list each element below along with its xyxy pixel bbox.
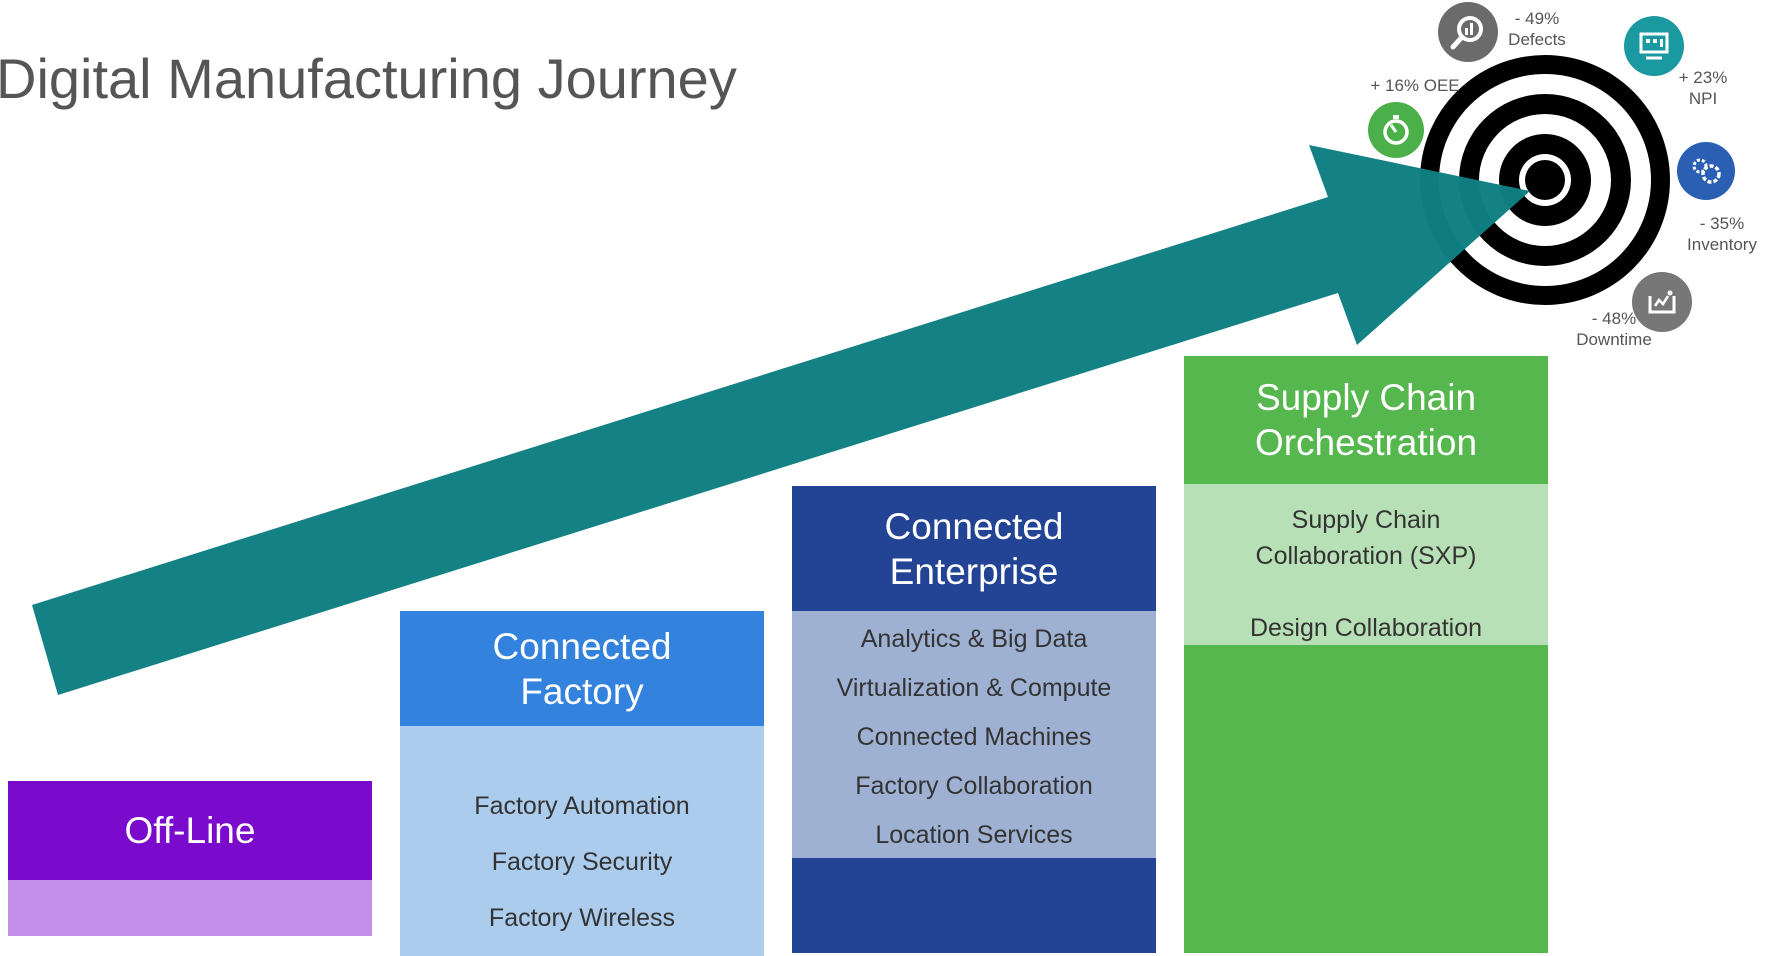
stage-offline: Off-Line — [8, 781, 372, 936]
capability-item: Connected Machines — [856, 723, 1092, 751]
stage-connected-factory-items: Factory Automation Factory Security Fact… — [400, 726, 764, 956]
presentation-screen-icon — [1624, 16, 1684, 76]
metric-defects: - 49% Defects — [1508, 9, 1566, 49]
stage-connected-factory: Connected Factory Factory Automation Fac… — [400, 611, 764, 956]
stage-supply-chain-orchestration: Supply Chain Orchestration Supply Chain … — [1184, 356, 1548, 953]
stage-supply-chain-footer — [1184, 645, 1548, 953]
stage-connected-factory-title: Connected Factory — [400, 611, 764, 726]
capability-item: Factory Collaboration — [855, 772, 1093, 800]
gears-icon — [1677, 142, 1735, 200]
stage-connected-enterprise-items: Analytics & Big Data Virtualization & Co… — [792, 611, 1156, 858]
metric-inventory: - 35% Inventory — [1687, 214, 1757, 254]
progress-arrow — [32, 145, 1530, 695]
metric-downtime: - 48% Downtime — [1576, 309, 1652, 349]
capability-item: Supply Chain Collaboration (SXP) — [1255, 506, 1477, 570]
stage-connected-enterprise-footer — [792, 858, 1156, 953]
capability-item: Factory Wireless — [488, 904, 676, 932]
page-title: Digital Manufacturing Journey — [0, 47, 737, 110]
stage-supply-chain-title: Supply Chain Orchestration — [1184, 356, 1548, 484]
stage-offline-body — [8, 880, 372, 936]
target-icon — [1420, 55, 1670, 305]
metric-oee: + 16% OEE — [1370, 76, 1460, 95]
stage-offline-title: Off-Line — [8, 781, 372, 880]
capability-item: Analytics & Big Data — [860, 625, 1088, 653]
capability-item: Design Collaboration — [1249, 614, 1483, 642]
stage-connected-enterprise: Connected Enterprise Analytics & Big Dat… — [792, 486, 1156, 953]
stage-supply-chain-items: Supply Chain Collaboration (SXP) Design … — [1184, 484, 1548, 645]
stage-connected-enterprise-title: Connected Enterprise — [792, 486, 1156, 611]
metric-npi: + 23% NPI — [1678, 68, 1728, 108]
spark-chart-icon — [1632, 272, 1692, 332]
capability-item: Location Services — [875, 821, 1073, 849]
stopwatch-icon — [1368, 102, 1424, 158]
capability-item: Factory Security — [491, 848, 673, 876]
capability-item: Virtualization & Compute — [836, 674, 1112, 702]
capability-item: Factory Automation — [474, 792, 690, 820]
magnifier-chart-icon — [1438, 2, 1498, 62]
